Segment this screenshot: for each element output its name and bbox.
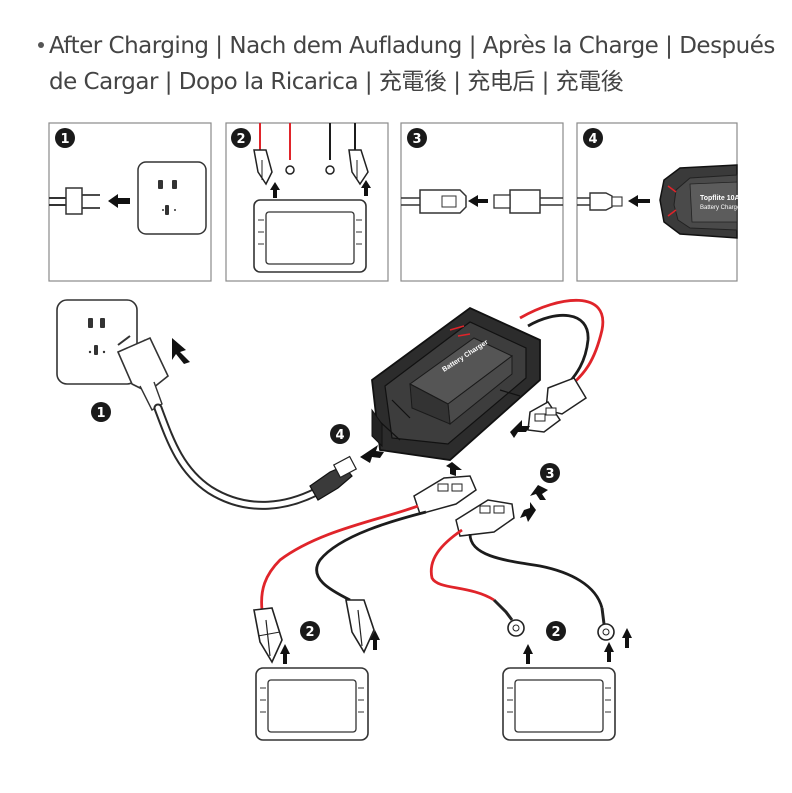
panel-4-charger-label-2: Battery Charger xyxy=(700,205,742,211)
panel-2-step-number: 2 xyxy=(236,132,245,147)
main-black-clamp-icon xyxy=(346,600,374,652)
output-connector-icon xyxy=(528,378,586,432)
arrow-up-icon xyxy=(604,642,614,662)
main-battery-right-icon xyxy=(503,668,615,740)
panel-4-step-badge: 4 xyxy=(583,128,603,148)
main-step-2-badge-right: 2 xyxy=(546,621,566,641)
ring-terminal-icon xyxy=(326,166,334,174)
main-step-4-number: 4 xyxy=(335,428,344,443)
arrow-up-icon xyxy=(523,644,533,664)
battery-icon xyxy=(254,200,366,272)
charger-closeup-icon: Topflite 10A Battery Charger xyxy=(660,165,742,238)
main-battery-left-icon xyxy=(256,668,368,740)
dc-input-plug-icon xyxy=(310,457,356,500)
panel-4: 4 Topflite 10A Battery Charger xyxy=(577,123,742,281)
main-ring-terminal-black-icon xyxy=(598,608,614,640)
panel-2: 2 xyxy=(226,123,388,281)
arrow-up-icon xyxy=(622,628,632,648)
arrow-down-right-icon xyxy=(172,338,190,364)
main-step-3-badge: 3 xyxy=(540,463,560,483)
main-step-3-number: 3 xyxy=(545,467,554,482)
ring-connector-icon xyxy=(456,500,514,536)
wall-socket-icon xyxy=(138,162,206,234)
red-ring-cable xyxy=(431,530,494,600)
panel-3-step-badge: 3 xyxy=(407,128,427,148)
main-step-1-badge: 1 xyxy=(91,402,111,422)
panel-1-step-number: 1 xyxy=(60,132,69,147)
arrow-down-left-icon xyxy=(530,485,548,500)
panel-1: 1 xyxy=(49,123,211,281)
main-step-4-badge: 4 xyxy=(330,424,350,444)
panel-4-step-number: 4 xyxy=(588,132,597,147)
panel-2-step-badge: 2 xyxy=(231,128,251,148)
arrow-up-icon xyxy=(280,644,290,664)
battery-charger-icon: Battery Charger xyxy=(372,308,540,460)
arrow-down-icon xyxy=(446,462,462,476)
arrow-up-right-icon xyxy=(510,420,530,438)
clamp-connector-icon xyxy=(414,476,476,514)
ring-terminal-icon xyxy=(286,166,294,174)
main-step-2-badge-left: 2 xyxy=(300,621,320,641)
black-clamp-cable xyxy=(317,512,426,600)
main-step-1-number: 1 xyxy=(96,406,105,421)
main-wall-socket-icon xyxy=(57,300,137,384)
panel-1-step-badge: 1 xyxy=(55,128,75,148)
arrow-down-left-icon xyxy=(520,502,536,522)
panel-3-step-number: 3 xyxy=(412,132,421,147)
panel-3: 3 xyxy=(401,123,563,281)
main-ring-terminal-red-icon xyxy=(494,600,524,636)
main-step-2-number-left: 2 xyxy=(305,625,314,640)
panel-4-charger-label-1: Topflite 10A xyxy=(700,195,740,202)
main-red-clamp-icon xyxy=(254,608,282,662)
main-step-2-number-right: 2 xyxy=(551,625,560,640)
